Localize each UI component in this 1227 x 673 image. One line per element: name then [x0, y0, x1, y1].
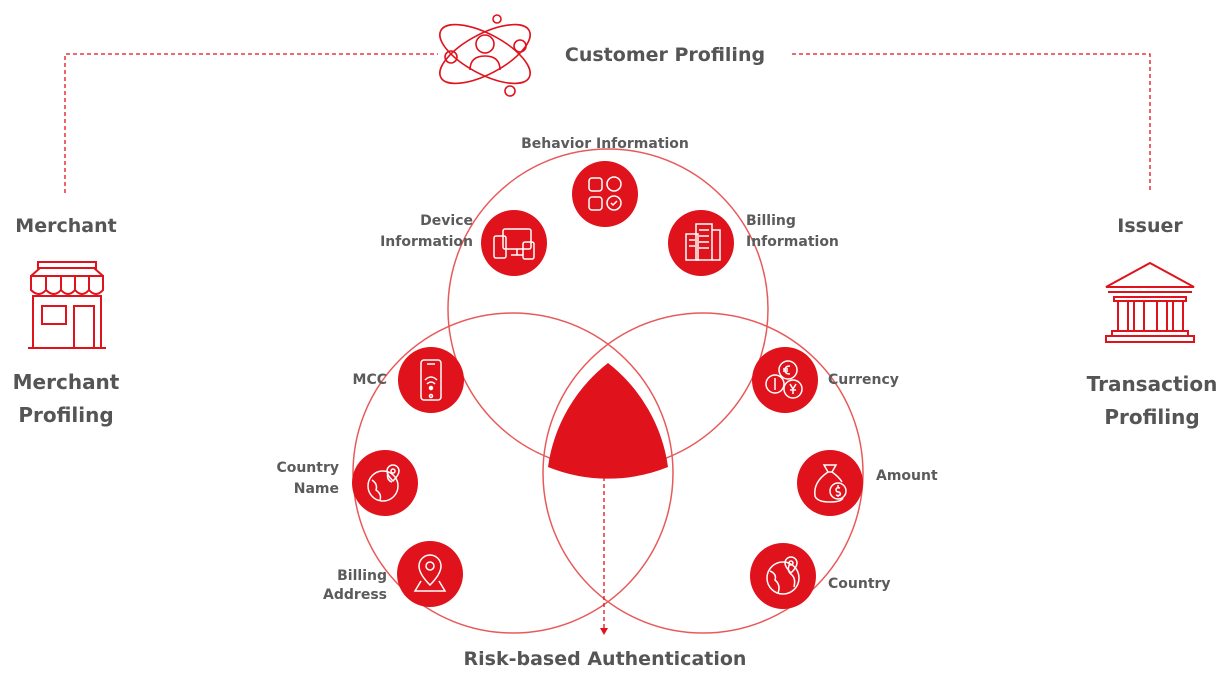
merchant-profiling-line2: Profiling [18, 403, 114, 427]
issuer-connector-line [792, 53, 1151, 193]
globe-pin-icon [367, 464, 400, 502]
behavior-information-label: Behavior Information [521, 136, 689, 152]
bank-icon [1105, 261, 1195, 343]
country-label: Country [828, 576, 891, 592]
country-name-node [352, 450, 418, 516]
amount-label: Amount [876, 468, 938, 484]
transaction-profiling-line1: Transaction [1086, 372, 1218, 396]
amount-node [797, 450, 863, 516]
mcc-node [398, 347, 464, 413]
billing-address-node [397, 541, 463, 607]
transaction-profiling-line2: Profiling [1104, 405, 1200, 429]
right-ring [542, 312, 864, 634]
mobile-wifi-icon [420, 359, 442, 401]
coins-icon [765, 360, 803, 399]
arrow-head-icon [600, 628, 608, 635]
device-information-node [481, 210, 547, 276]
billing-information-line2: Information [746, 234, 839, 250]
country-node [750, 543, 816, 609]
billing-documents-icon [685, 223, 721, 261]
billing-information-node [668, 210, 734, 276]
merchant-profiling-line1: Merchant [12, 370, 120, 394]
merchant-connector-line [64, 53, 438, 193]
issuer-heading: Issuer [1117, 215, 1183, 237]
store-icon [28, 261, 106, 349]
intersection-region [548, 363, 668, 479]
globe-icon [766, 556, 800, 595]
device-information-line2: Information [380, 234, 473, 250]
device-information-line1: Device [420, 213, 473, 229]
location-pin-icon [413, 554, 447, 592]
merchant-heading: Merchant [15, 215, 117, 237]
country-name-line1: Country [276, 460, 339, 476]
devices-icon [493, 228, 535, 260]
customer-profiling-icon [439, 14, 531, 97]
mcc-label: MCC [352, 372, 387, 388]
country-name-line2: Name [293, 481, 339, 497]
billing-address-line2: Address [323, 587, 387, 603]
billing-information-line1: Billing [746, 213, 796, 229]
currency-node [752, 347, 818, 413]
currency-label: Currency [828, 372, 899, 388]
customer-profiling-title: Customer Profiling [564, 44, 766, 66]
behavior-information-node [572, 161, 638, 227]
behavior-apps-icon [588, 176, 622, 211]
billing-address-line1: Billing [337, 568, 387, 584]
money-bag-icon [814, 464, 847, 503]
risk-based-authentication-title: Risk-based Authentication [463, 648, 747, 670]
